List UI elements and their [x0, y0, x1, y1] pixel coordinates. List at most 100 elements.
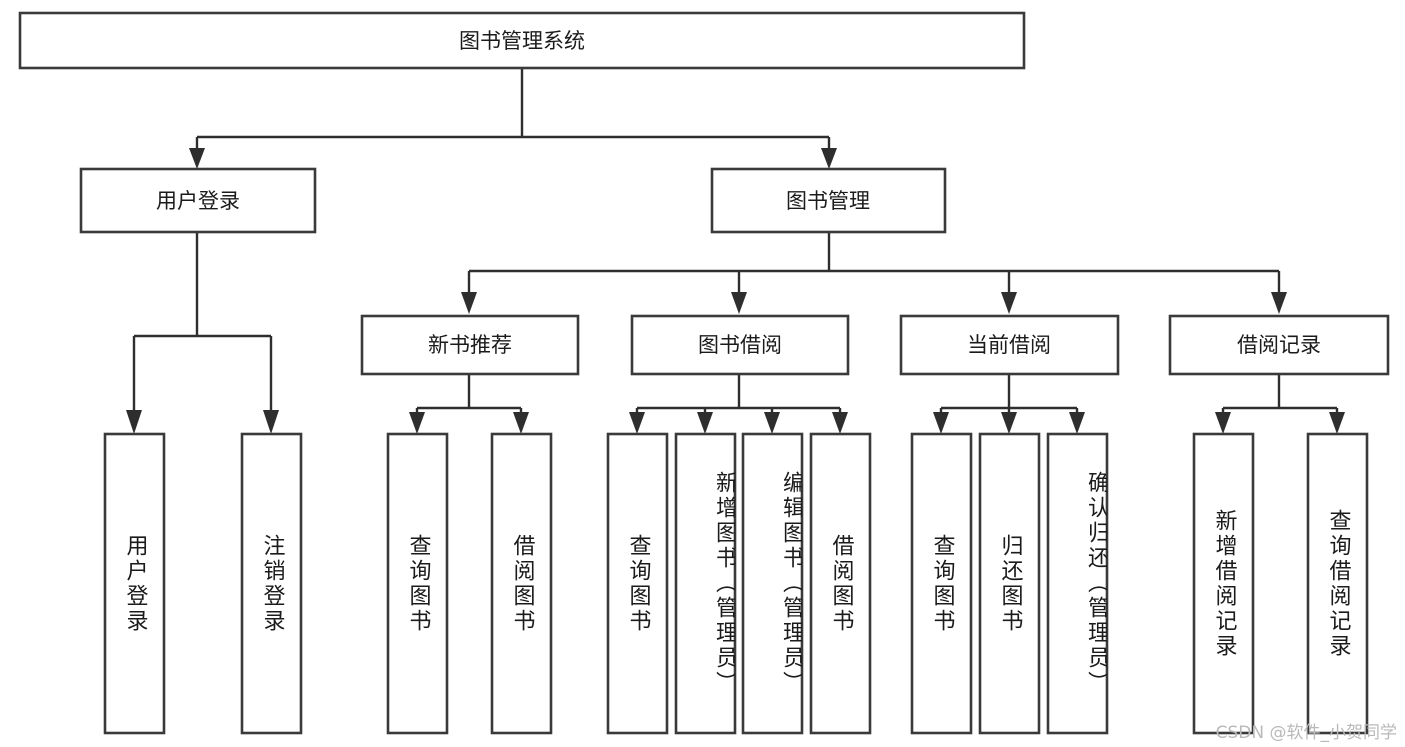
leaf-query-book-1[interactable]: 查询图书 — [386, 432, 449, 735]
leaf-user-login-box[interactable] — [103, 432, 166, 735]
arrow-book-borrow-leaf-1 — [629, 412, 645, 434]
leaf-add-record-label: 新增借阅记录 — [1211, 508, 1237, 659]
arrow-book-borrow-leaf-4 — [832, 412, 848, 434]
leaf-add-record[interactable]: 新增借阅记录 — [1192, 432, 1255, 735]
arrow-to-book-borrow — [731, 292, 747, 314]
leaf-query-book-3-box[interactable] — [910, 432, 973, 735]
leaf-logout-label: 注销登录 — [259, 533, 285, 634]
leaf-borrow-book-1[interactable]: 借阅图书 — [490, 432, 553, 735]
arrow-current-borrow-leaf-3 — [1069, 412, 1085, 434]
arrow-new-book-rec-leaf-1 — [409, 412, 425, 434]
leaf-query-book-2-label: 查询图书 — [625, 533, 651, 634]
node-book-borrow-label: 图书借阅 — [698, 333, 782, 357]
node-book-manage-label: 图书管理 — [786, 189, 870, 213]
leaf-edit-book-box[interactable] — [741, 432, 804, 735]
node-user-login-box[interactable] — [79, 167, 317, 234]
leaf-query-record-label: 查询借阅记录 — [1325, 508, 1351, 659]
leaf-user-login-label: 用户登录 — [122, 533, 148, 634]
connector-group-root — [189, 68, 837, 169]
leaf-query-book-3-label: 查询图书 — [929, 533, 955, 634]
node-root[interactable]: 图书管理系统 — [18, 11, 1026, 70]
leaf-borrow-book-2-label-wrap: 借阅图书 — [828, 533, 854, 634]
node-root-label: 图书管理系统 — [459, 29, 585, 53]
leaf-borrow-book-1-label-wrap: 借阅图书 — [509, 533, 535, 634]
arrow-borrow-record-leaf-1 — [1215, 412, 1231, 434]
node-borrow-record-label: 借阅记录 — [1237, 333, 1321, 357]
leaf-return-book-label: 归还图书 — [997, 533, 1023, 634]
leaf-return-book-label-wrap: 归还图书 — [997, 533, 1023, 634]
connector-group-borrow-record — [1215, 374, 1345, 434]
arrow-current-borrow-leaf-1 — [933, 412, 949, 434]
arrow-to-user-login — [189, 148, 205, 169]
leaf-logout[interactable]: 注销登录 — [240, 432, 303, 735]
leaf-query-record-label-wrap: 查询借阅记录 — [1325, 508, 1351, 659]
connector-group-book-manage — [461, 232, 1287, 314]
node-book-borrow-box[interactable] — [630, 314, 850, 376]
leaf-borrow-book-1-label: 借阅图书 — [509, 533, 535, 634]
leaf-borrow-book-2-box[interactable] — [809, 432, 872, 735]
leaf-user-login[interactable]: 用户登录 — [103, 432, 166, 735]
connector-group-new-book-rec — [409, 374, 529, 434]
arrow-book-borrow-leaf-2 — [697, 412, 713, 434]
connector-group-user-login — [126, 232, 279, 434]
node-user-login-label: 用户登录 — [156, 189, 240, 213]
leaf-query-book-1-label: 查询图书 — [405, 533, 431, 634]
leaf-query-book-3-label-wrap: 查询图书 — [929, 533, 955, 634]
node-borrow-record[interactable]: 借阅记录 — [1168, 314, 1390, 376]
leaf-confirm-return-label-wrap: 确认归还（管理员） — [1084, 471, 1107, 696]
arrow-new-book-rec-leaf-2 — [513, 412, 529, 434]
arrow-user-login-leaf-1 — [126, 410, 142, 434]
leaf-query-book-3[interactable]: 查询图书 — [910, 432, 973, 735]
arrow-book-borrow-leaf-3 — [764, 412, 780, 434]
leaf-query-book-1-label-wrap: 查询图书 — [405, 533, 431, 634]
leaf-user-login-label-wrap: 用户登录 — [122, 533, 148, 634]
leaf-borrow-book-2[interactable]: 借阅图书 — [809, 432, 872, 735]
leaf-confirm-return-label: 确认归还（管理员） — [1084, 471, 1107, 696]
leaf-query-book-1-box[interactable] — [386, 432, 449, 735]
leaf-logout-label-wrap: 注销登录 — [259, 533, 285, 634]
leaf-add-book-label-wrap: 新增图书（管理员） — [712, 471, 735, 696]
node-book-manage[interactable]: 图书管理 — [710, 167, 947, 234]
leaf-edit-book[interactable]: 编辑图书（管理员） — [741, 432, 804, 735]
leaf-confirm-return-box[interactable] — [1046, 432, 1109, 735]
leaf-add-book-box[interactable] — [674, 432, 737, 735]
arrow-borrow-record-leaf-2 — [1329, 412, 1345, 434]
leaf-add-book[interactable]: 新增图书（管理员） — [674, 432, 737, 735]
node-new-book-rec[interactable]: 新书推荐 — [360, 314, 580, 376]
leaf-query-book-2-label-wrap: 查询图书 — [625, 533, 651, 634]
leaf-return-book-box[interactable] — [978, 432, 1041, 735]
leaf-add-record-label-wrap: 新增借阅记录 — [1211, 508, 1237, 659]
leaf-query-book-2[interactable]: 查询图书 — [606, 432, 669, 735]
node-book-borrow[interactable]: 图书借阅 — [630, 314, 850, 376]
leaf-confirm-return[interactable]: 确认归还（管理员） — [1046, 432, 1109, 735]
node-borrow-record-box[interactable] — [1168, 314, 1390, 376]
node-new-book-rec-box[interactable] — [360, 314, 580, 376]
leaf-add-book-label: 新增图书（管理员） — [712, 471, 735, 696]
node-root-box[interactable] — [18, 11, 1026, 70]
leaf-borrow-book-2-label: 借阅图书 — [828, 533, 854, 634]
leaf-edit-book-label-wrap: 编辑图书（管理员） — [779, 471, 802, 696]
node-current-borrow-box[interactable] — [899, 314, 1120, 376]
node-new-book-rec-label: 新书推荐 — [428, 333, 512, 357]
leaf-add-record-box[interactable] — [1192, 432, 1255, 735]
arrow-to-book-manage — [821, 148, 837, 169]
csdn-watermark: CSDN @软件_小贺同学 — [1215, 723, 1397, 743]
arrow-to-current-borrow — [1001, 292, 1017, 314]
leaf-borrow-book-1-box[interactable] — [490, 432, 553, 735]
node-current-borrow[interactable]: 当前借阅 — [899, 314, 1120, 376]
arrow-to-borrow-record — [1271, 292, 1287, 314]
node-current-borrow-label: 当前借阅 — [967, 333, 1051, 357]
arrow-to-new-book-rec — [461, 292, 477, 314]
leaf-query-book-2-box[interactable] — [606, 432, 669, 735]
leaf-return-book[interactable]: 归还图书 — [978, 432, 1041, 735]
arrow-user-login-leaf-2 — [263, 410, 279, 434]
connector-group-current-borrow — [933, 374, 1085, 434]
node-user-login[interactable]: 用户登录 — [79, 167, 317, 234]
connector-group-book-borrow — [629, 374, 848, 434]
leaf-logout-box[interactable] — [240, 432, 303, 735]
leaf-query-record[interactable]: 查询借阅记录 — [1306, 432, 1369, 735]
node-book-manage-box[interactable] — [710, 167, 947, 234]
leaf-query-record-box[interactable] — [1306, 432, 1369, 735]
